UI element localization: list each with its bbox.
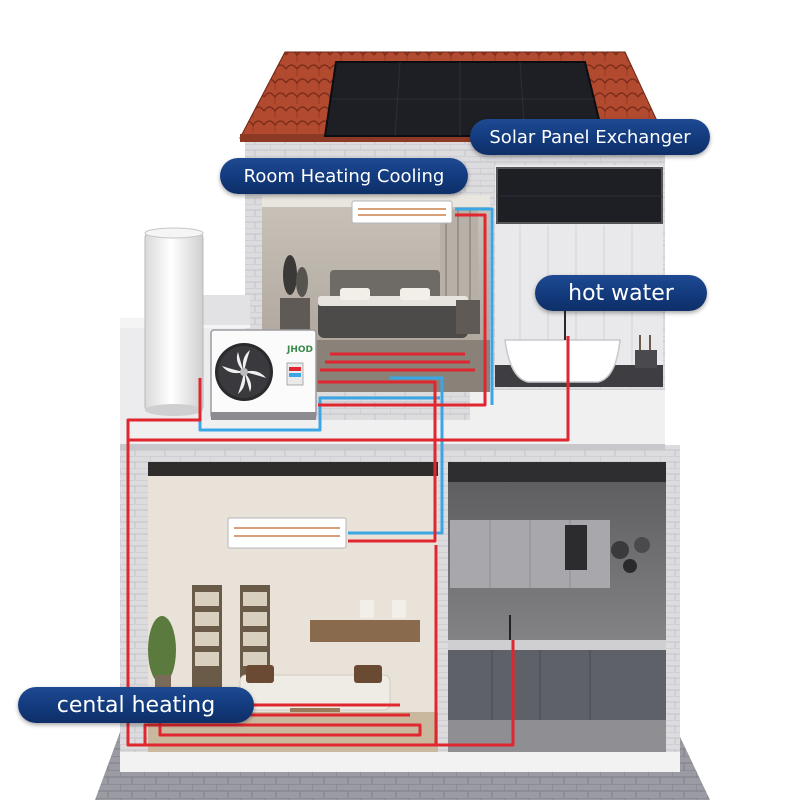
upper-indoor-ac-unit — [351, 200, 453, 224]
lower-indoor-ac-unit — [227, 517, 347, 549]
floor-slab — [120, 420, 665, 446]
solar-panel-exchanger-label: Solar Panel Exchanger — [470, 119, 710, 155]
hot-water-label: hot water — [535, 275, 707, 311]
cold-water-pipes — [198, 207, 494, 535]
heat-pump-unit: JHOD — [210, 329, 317, 420]
bathtub — [504, 339, 621, 383]
kitchen-lower-cabinets — [448, 650, 666, 720]
hot-water-text: hot water — [568, 280, 674, 306]
cental-heating-text: cental heating — [56, 692, 216, 718]
room-heating-cooling-text: Room Heating Cooling — [243, 165, 445, 187]
heat-pump-brand: JHOD — [286, 345, 313, 355]
cental-heating-label: cental heating — [18, 687, 254, 723]
solar-panel-exchanger-text: Solar Panel Exchanger — [489, 126, 691, 148]
hot-water-tank — [144, 227, 204, 416]
bed — [318, 300, 468, 338]
room-heating-cooling-label: Room Heating Cooling — [220, 158, 468, 194]
